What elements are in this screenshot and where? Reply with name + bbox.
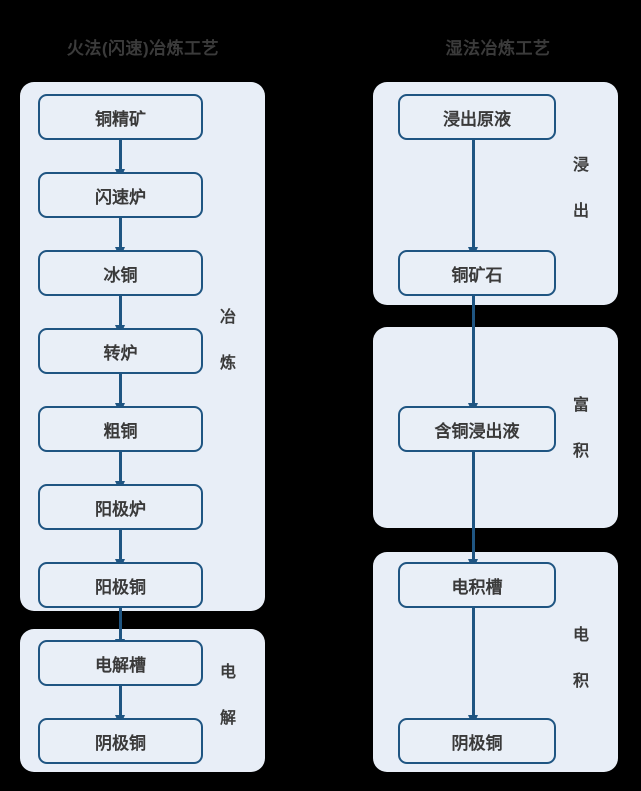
stage-label-electrolysis: 电 解: [215, 665, 241, 727]
process-node[interactable]: 电积槽: [398, 562, 556, 608]
process-node[interactable]: 转炉: [38, 328, 203, 374]
stage-label-char: 积: [572, 673, 589, 690]
stage-label-char: 富: [572, 397, 589, 414]
stage-label-char: 浸: [572, 157, 589, 174]
stage-label-char: 积: [572, 443, 589, 460]
column-title-pyrometallurgy: 火法(闪速)冶炼工艺: [66, 39, 220, 58]
stage-label-char: 炼: [219, 355, 236, 372]
process-node[interactable]: 阳极铜: [38, 562, 203, 608]
process-node[interactable]: 闪速炉: [38, 172, 203, 218]
stage-label-leaching: 浸 出: [568, 158, 594, 220]
column-title-hydrometallurgy: 湿法冶炼工艺: [445, 39, 551, 58]
process-node[interactable]: 冰铜: [38, 250, 203, 296]
stage-label-smelting: 冶 炼: [215, 310, 241, 372]
stage-label-char: 电: [219, 664, 236, 681]
process-node[interactable]: 阴极铜: [38, 718, 203, 764]
stage-label-enrichment: 富 积: [568, 398, 594, 460]
process-node[interactable]: 阳极炉: [38, 484, 203, 530]
process-node[interactable]: 阴极铜: [398, 718, 556, 764]
stage-label-char: 电: [572, 627, 589, 644]
stage-label-char: 解: [219, 710, 236, 727]
stage-label-char: 出: [572, 203, 589, 220]
process-node[interactable]: 铜矿石: [398, 250, 556, 296]
stage-label-char: 冶: [219, 309, 236, 326]
process-node[interactable]: 浸出原液: [398, 94, 556, 140]
process-node[interactable]: 粗铜: [38, 406, 203, 452]
stage-label-electrowinning: 电 积: [568, 628, 594, 690]
process-node[interactable]: 铜精矿: [38, 94, 203, 140]
process-node[interactable]: 含铜浸出液: [398, 406, 556, 452]
process-node[interactable]: 电解槽: [38, 640, 203, 686]
